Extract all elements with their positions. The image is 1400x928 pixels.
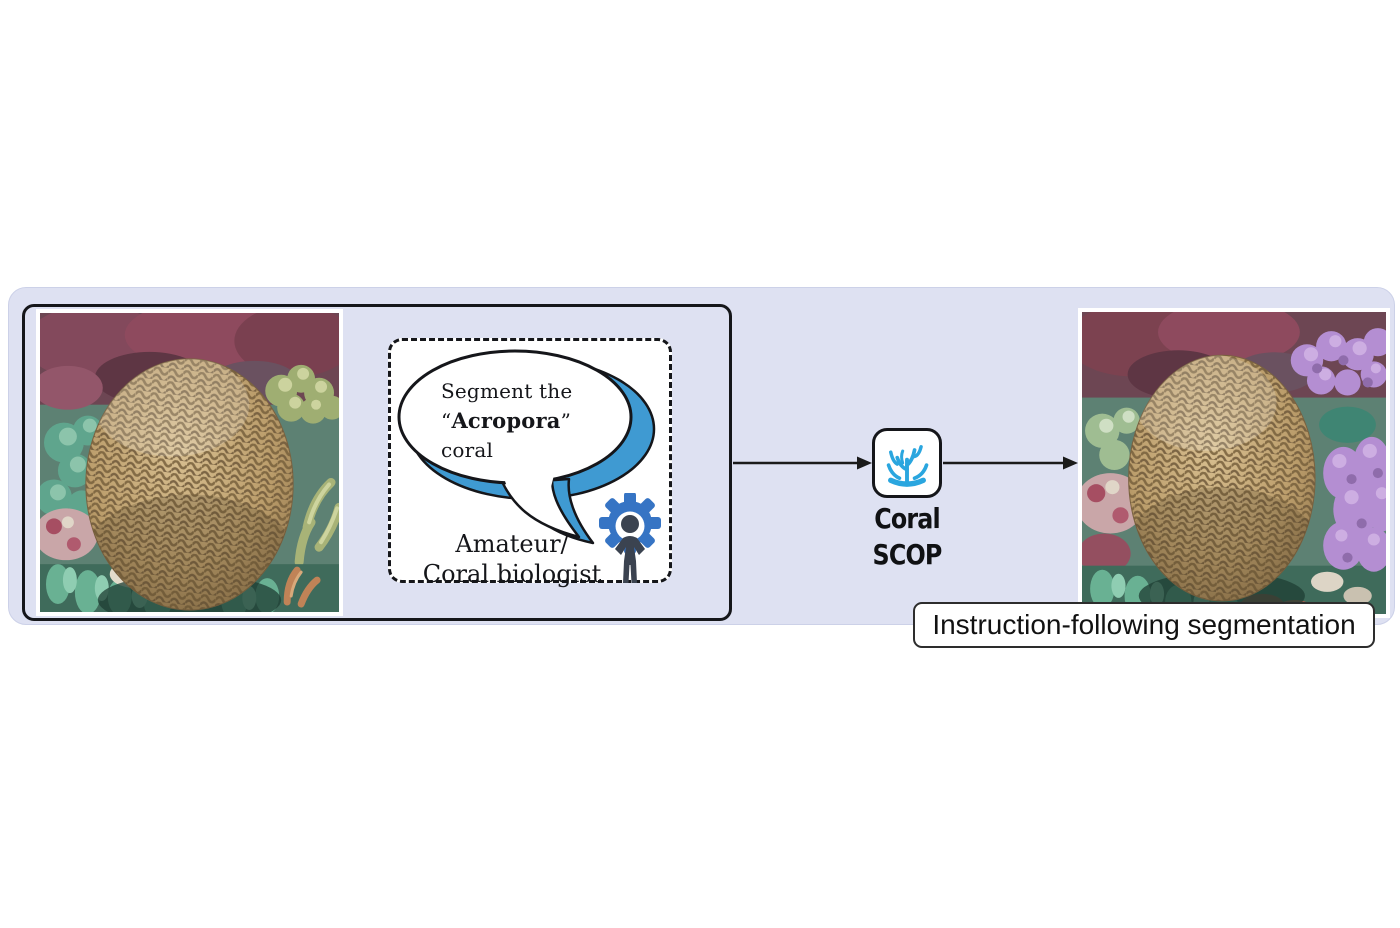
arrow-model-to-output [943,456,1078,470]
instruction-text: Segment the “Acropora” coral [441,377,611,465]
instruction-following-label: Instruction-following segmentation [913,602,1375,648]
input-group-box [22,304,732,621]
instruction-box: Segment the “Acropora” coral Amateur/ Co… [388,338,672,588]
coral-icon [886,445,929,487]
instruction-line1: Segment the [441,379,573,403]
model-name: Coral SCOP [872,502,943,571]
instruction-line3: coral [441,438,494,462]
instruction-line2: “Acropora” [441,408,571,433]
output-coral-photo [1078,308,1390,618]
input-coral-photo-art [40,313,339,612]
speech-bubble [397,349,656,545]
coral-scop-box [872,428,942,498]
arrow-input-to-model [733,456,872,470]
person-gear-icon [599,493,661,583]
caption-text: Instruction-following segmentation [932,609,1356,640]
output-coral-photo-art [1082,312,1386,614]
user-role-label: Amateur/ Coral biologist [422,530,602,588]
input-coral-photo [36,309,343,616]
acropora-term: Acropora [451,408,561,433]
